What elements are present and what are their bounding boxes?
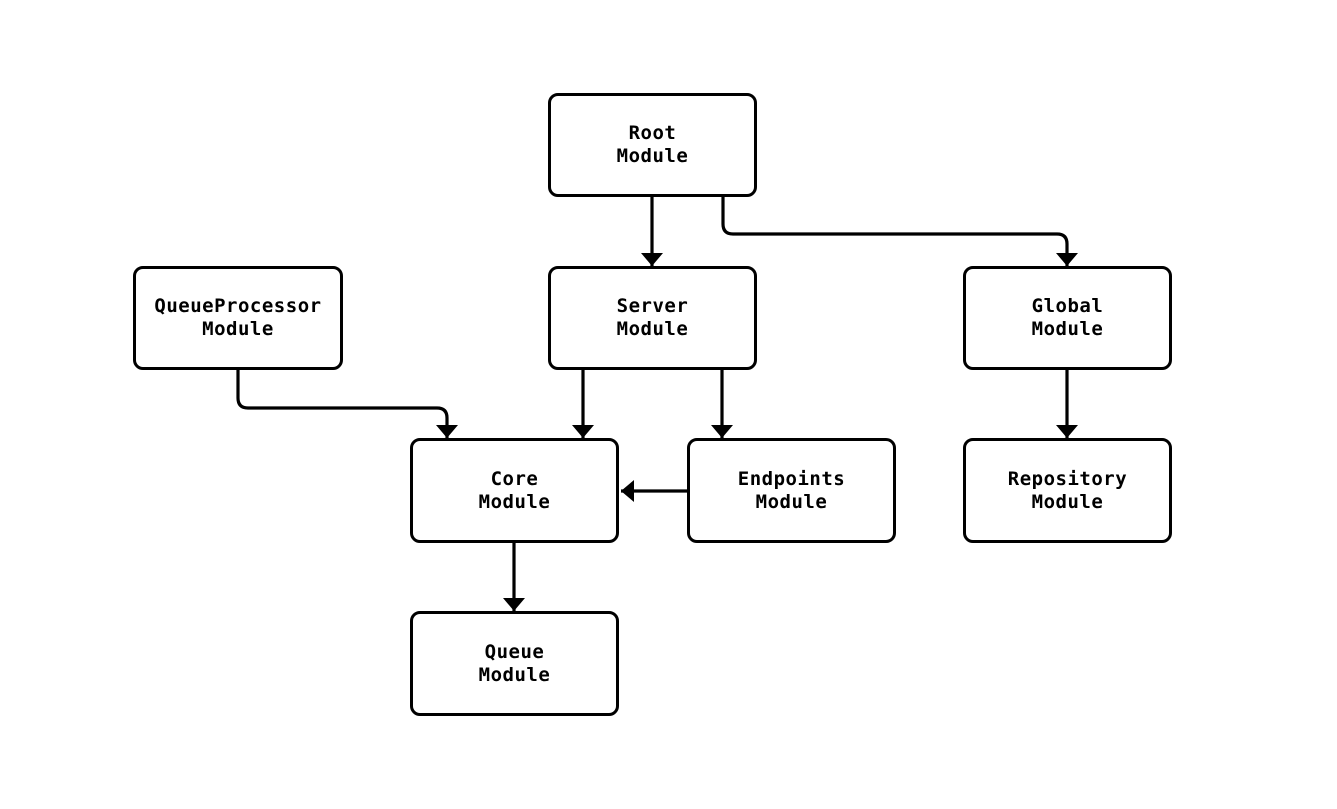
edge-root-global <box>721 197 1078 266</box>
node-queue-module-label: Queue Module <box>478 640 551 686</box>
edge-queueprocessor-core <box>236 370 458 438</box>
node-global-module-label: Global Module <box>1031 295 1104 340</box>
node-core-module-label: Core Module <box>478 467 551 513</box>
node-repository-module: Repository Module <box>963 438 1172 543</box>
node-endpoints-module: Endpoints Module <box>687 438 896 543</box>
node-core-module: Core Module <box>410 438 619 543</box>
node-repository-module-label: Repository Module <box>1007 467 1128 513</box>
node-queueprocessor-module-label: QueueProcessor Module <box>154 295 322 340</box>
node-endpoints-module-label: Endpoints Module <box>737 467 846 513</box>
node-root-module: Root Module <box>548 93 757 197</box>
node-queueprocessor-module: QueueProcessor Module <box>133 266 343 370</box>
node-global-module: Global Module <box>963 266 1172 370</box>
node-server-module-label: Server Module <box>616 295 689 340</box>
node-root-module-label: Root Module <box>616 122 689 167</box>
node-queue-module: Queue Module <box>410 611 619 716</box>
node-server-module: Server Module <box>548 266 757 370</box>
